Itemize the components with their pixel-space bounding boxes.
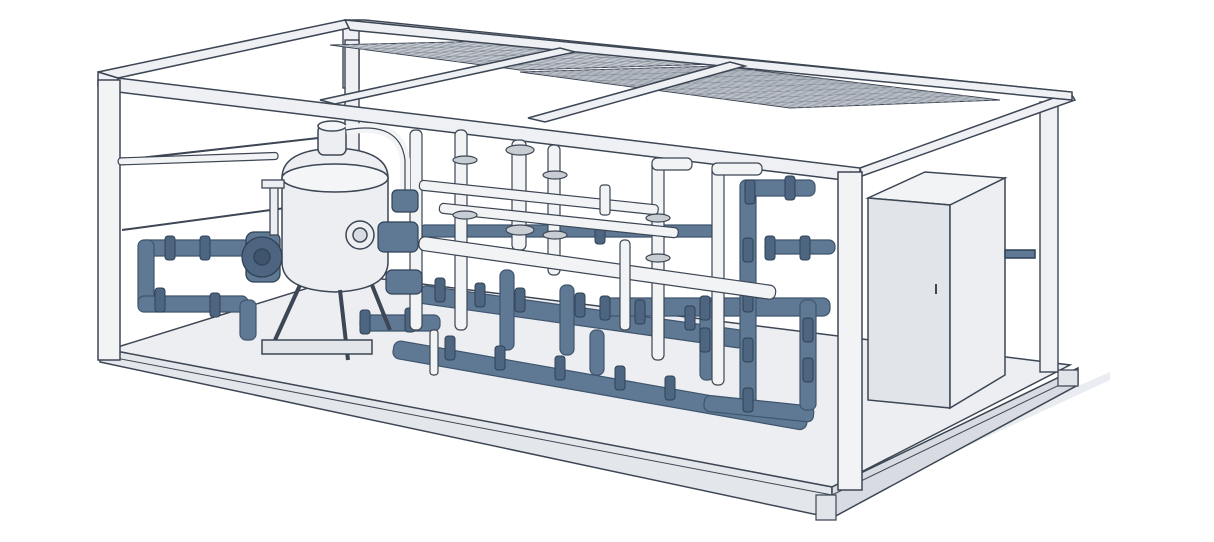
pipe-flange: [164, 235, 176, 261]
pipe-flange: [574, 292, 586, 318]
pipe-flange: [742, 337, 754, 363]
pipe-flange: [474, 282, 486, 308]
pipe-flange: [699, 295, 711, 321]
pipe-flange: [699, 327, 711, 353]
grating-bar: [722, 91, 931, 100]
grating-bar: [688, 86, 896, 95]
pipe-flange: [802, 357, 814, 383]
pipe-flange: [784, 175, 796, 201]
pipe-flange: [209, 292, 221, 318]
pump: [241, 179, 285, 283]
pipe-flange: [494, 345, 506, 371]
pipe-flange: [742, 387, 754, 413]
pipe-flange: [434, 277, 446, 303]
pipe-flange: [554, 355, 566, 381]
front-posts: [97, 79, 863, 491]
pressure-vessel: [261, 120, 410, 361]
pipe-flange: [634, 299, 646, 325]
pipe-flange: [599, 295, 611, 321]
pipe-flange: [154, 287, 166, 313]
pipe-flange: [684, 305, 696, 331]
control-cabinet: [865, 171, 1036, 410]
pipe-flange: [744, 179, 756, 205]
grating-bar: [756, 95, 966, 104]
top-frame: [97, 19, 1077, 183]
pipe-flange: [614, 365, 626, 391]
pipe-flange: [664, 375, 676, 401]
pipe-flange: [444, 335, 456, 361]
pipe-flange: [764, 235, 776, 261]
grating-bar: [654, 82, 861, 91]
pipe-flange: [514, 287, 526, 313]
pipe-flange: [802, 317, 814, 343]
pipe-flange: [359, 309, 371, 335]
pipe-flange: [799, 235, 811, 261]
pipe-flange: [199, 235, 211, 261]
grating-bar: [488, 59, 691, 67]
valve-manifold: [377, 144, 671, 295]
pipe-flange: [742, 237, 754, 263]
